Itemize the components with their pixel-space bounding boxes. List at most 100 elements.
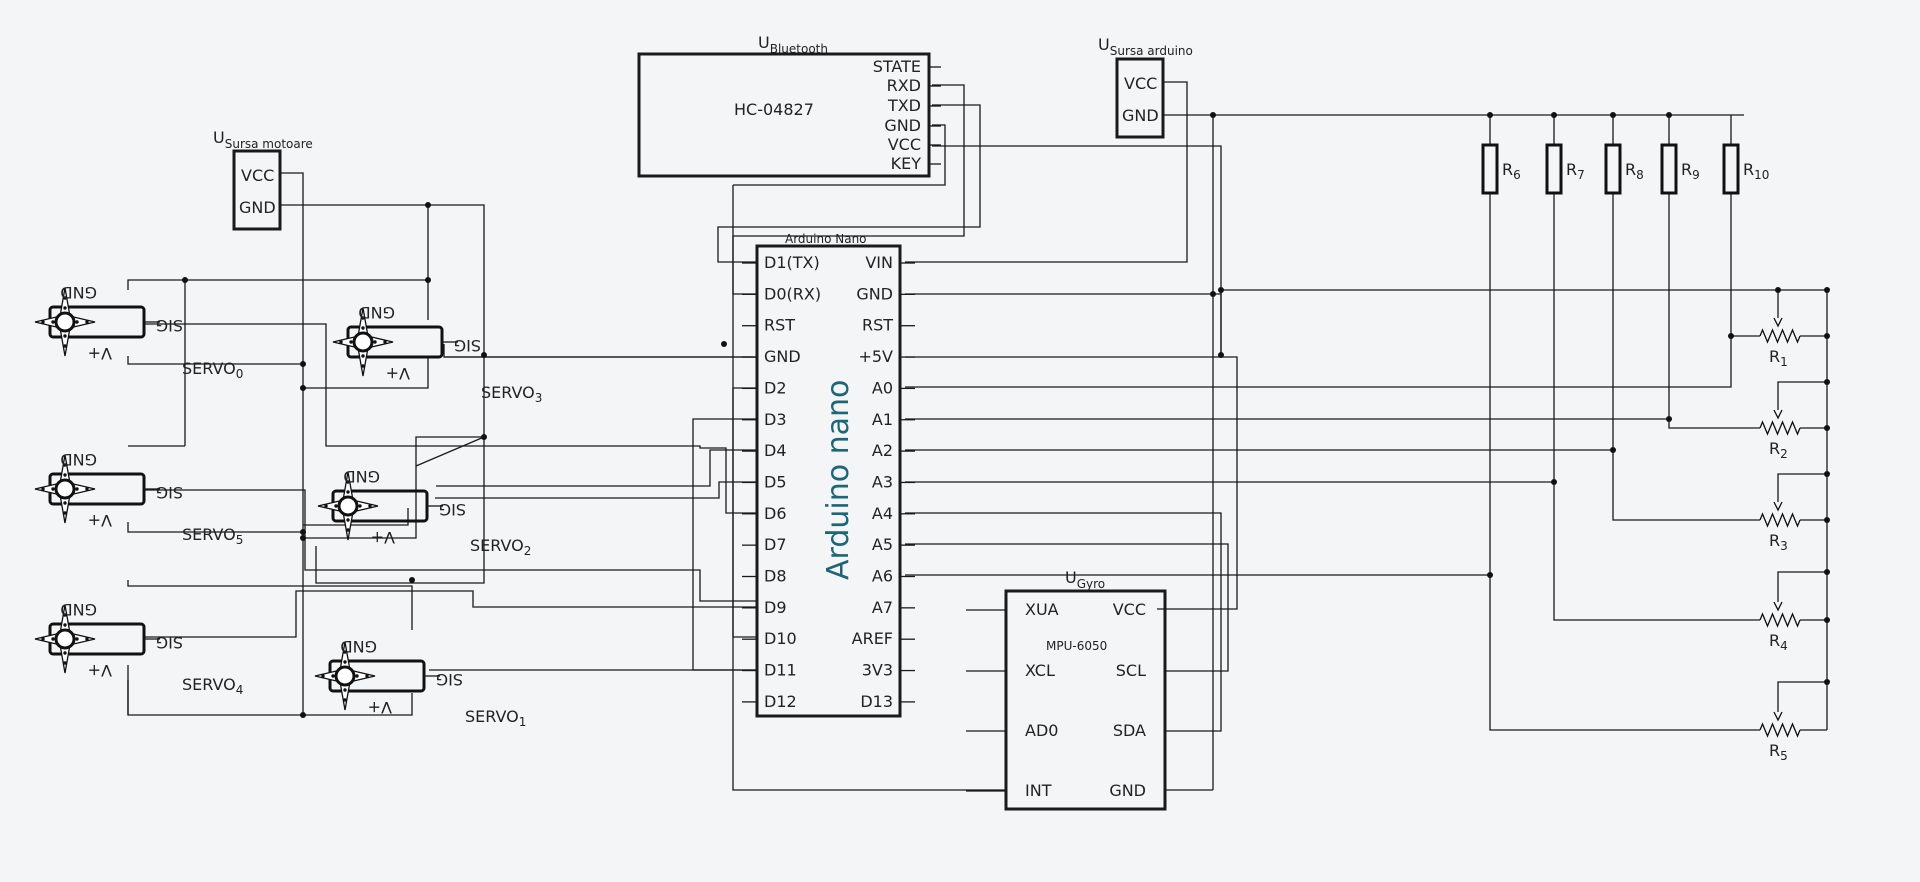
motor-power-pin-gnd: GND (239, 198, 276, 217)
bluetooth-box (637, 52, 931, 178)
bluetooth-pin-gnd: GND (884, 116, 921, 135)
resistor-body (1545, 143, 1563, 195)
arduino-header: Arduino Nano (785, 232, 867, 246)
potentiometer-wiper (1773, 501, 1783, 512)
potentiometer-zigzag (1759, 420, 1801, 436)
arduino-power-pin-gnd: GND (1122, 106, 1159, 125)
arduino-pin-d12: D12 (764, 692, 797, 711)
arduino-pin-d7: D7 (764, 535, 787, 554)
servo-label: SERVO3 (481, 383, 542, 405)
gyro-model: MPU-6050 (1046, 639, 1107, 653)
arduino-pin-a2: A2 (872, 441, 893, 460)
potentiometer-label-main: R (1769, 439, 1780, 458)
arduino-box (755, 244, 902, 718)
potentiometer-label: R2 (1769, 439, 1788, 461)
resistor-body (1604, 143, 1622, 195)
arduino-pin-d3: D3 (764, 410, 787, 429)
potentiometer-zigzag (1759, 328, 1801, 344)
resistor-label: R6 (1502, 160, 1521, 182)
arduino-pin-rst: RST (764, 316, 795, 335)
resistor-label: R10 (1743, 160, 1769, 182)
arduino-power-pin-vcc: VCC (1124, 74, 1157, 93)
servo-pin-gnd: GND (60, 283, 97, 302)
resistor-label-main: R (1625, 160, 1636, 179)
arduino-pin-a0: A0 (872, 378, 893, 397)
potentiometer-label-sub: 2 (1780, 447, 1788, 461)
resistor-label-sub: 8 (1636, 168, 1644, 182)
arduino-pin-a7: A7 (872, 598, 893, 617)
arduino-pin-a1: A1 (872, 410, 893, 429)
arduino-pin-d0rx: D0(RX) (764, 284, 821, 303)
resistor-label: R9 (1681, 160, 1700, 182)
bluetooth-pin-rxd: RXD (887, 76, 921, 95)
resistor-body (1722, 143, 1740, 195)
servo-shaft (337, 495, 359, 517)
arduino-nano: Arduino Nano Arduino nano D1(TX) D0(RX) RS… (742, 232, 915, 718)
gyro-pin-ad0: AD0 (1025, 721, 1058, 740)
servo-label: SERVO2 (470, 536, 531, 558)
svg-text:UGyro: UGyro (1065, 568, 1105, 591)
arduino-pin-a6: A6 (872, 567, 893, 586)
potentiometer-label-sub: 3 (1780, 539, 1788, 553)
arduino-pin-d8: D8 (764, 567, 787, 586)
arduino-pin-rst: RST (862, 316, 893, 335)
potentiometer-label: R5 (1769, 741, 1788, 763)
resistor-label-sub: 10 (1754, 168, 1769, 182)
potentiometer-wiper (1773, 317, 1783, 328)
arduino-power-label-sub: Sursa arduino (1110, 44, 1193, 58)
servo-shaft (54, 478, 76, 500)
potentiometer-zigzag (1759, 612, 1801, 628)
servo-label-sub: 3 (535, 391, 543, 405)
resistor-label-main: R (1566, 160, 1577, 179)
wires (127, 81, 1828, 791)
servo-pin-gnd: GND (60, 450, 97, 469)
resistor-label-sub: 9 (1692, 168, 1700, 182)
servo-shaft (334, 665, 356, 687)
servo-label-sub: 4 (236, 683, 244, 697)
servo-label-main: SERVO (470, 536, 524, 555)
potentiometer-label: R4 (1769, 631, 1788, 653)
bluetooth-pin-key: KEY (891, 154, 922, 173)
resistor-label: R7 (1566, 160, 1585, 182)
bluetooth-pin-vcc: VCC (888, 135, 921, 154)
servo-pin-vplus: V+ (88, 344, 112, 363)
arduino-pin-d1tx: D1(TX) (764, 253, 820, 272)
servo-label-main: SERVO (465, 707, 519, 726)
arduino-pin-a5: A5 (872, 535, 893, 554)
svg-text:USursa arduino: USursa arduino (1098, 35, 1193, 58)
resistor-label-sub: 6 (1513, 168, 1521, 182)
servo-pin-vplus: V+ (386, 364, 410, 383)
potentiometer-wiper (1773, 409, 1783, 420)
servo-label: SERVO4 (182, 675, 243, 697)
arduino-pin-d4: D4 (764, 441, 787, 460)
arduino-title: Arduino nano (821, 380, 856, 580)
arduino-pin-plus5v: +5V (858, 347, 893, 366)
potentiometer-label: R1 (1769, 347, 1788, 369)
bluetooth-model: HC-04827 (734, 100, 814, 119)
arduino-pin-d2: D2 (764, 378, 787, 397)
potentiometer-label-sub: 1 (1780, 355, 1788, 369)
servos: GNDSIGV+SERVO0GNDSIGV+SERVO3GNDSIGV+SERV… (34, 283, 542, 729)
gyro-pin-xcl: XCL (1025, 661, 1055, 680)
resistor-label-main: R (1743, 160, 1754, 179)
potentiometer-label-main: R (1769, 631, 1780, 650)
bluetooth-pin-txd: TXD (887, 96, 921, 115)
arduino-pin-gnd: GND (856, 284, 893, 303)
servo-pin-sig: SIG (156, 633, 183, 652)
gyro-label: U (1065, 568, 1077, 587)
potentiometer-wiper (1773, 601, 1783, 612)
junctions (182, 112, 1830, 718)
potentiometer-label-main: R (1769, 347, 1780, 366)
potentiometer-wiper (1773, 711, 1783, 722)
servo-pin-gnd: GND (340, 637, 377, 656)
gyro-pin-gnd: GND (1109, 781, 1146, 800)
servo-pin-gnd: GND (343, 467, 380, 486)
servo-label-main: SERVO (182, 675, 236, 694)
resistor-label: R8 (1625, 160, 1644, 182)
potentiometer-label-main: R (1769, 741, 1780, 760)
motor-power-label: U (213, 128, 225, 147)
